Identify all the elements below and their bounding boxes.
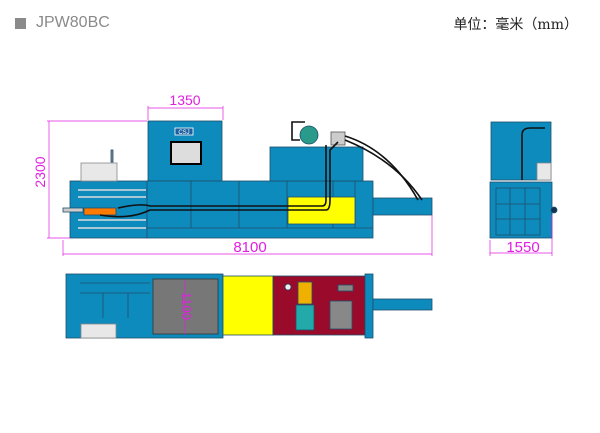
end-view xyxy=(489,121,558,239)
dim-1350: 1350 xyxy=(169,92,200,108)
valve-block xyxy=(329,300,353,330)
pressure-gauge xyxy=(330,131,346,146)
unit-label: 单位：毫米（mm） xyxy=(453,17,578,33)
top-chamber xyxy=(222,275,274,336)
plate xyxy=(337,284,354,292)
top-output-rail xyxy=(372,298,433,311)
side-view: CSJ xyxy=(62,120,433,239)
hydraulic-cylinder xyxy=(83,207,117,216)
top-motor xyxy=(295,304,315,331)
oil-tank xyxy=(269,146,364,182)
motor xyxy=(299,125,319,145)
model-title: JPW80BC xyxy=(15,14,110,32)
end-control-box xyxy=(536,162,552,181)
output-rail xyxy=(372,197,433,216)
dim-2300: 2300 xyxy=(32,156,48,187)
piston-rod xyxy=(62,207,84,213)
end-grid xyxy=(495,187,541,236)
hoses xyxy=(99,121,423,218)
tie-rods xyxy=(78,189,146,229)
top-end-plate xyxy=(364,273,374,339)
dim-8100: 8100 xyxy=(233,239,266,256)
pump xyxy=(297,281,313,305)
feed-opening xyxy=(152,278,219,335)
control-box xyxy=(80,162,118,182)
bullet-square-icon xyxy=(15,17,26,29)
touch-screen xyxy=(170,141,202,165)
top-view xyxy=(65,273,433,339)
model-name: JPW80BC xyxy=(36,14,110,31)
dim-1550: 1550 xyxy=(506,239,539,256)
gauge-top xyxy=(284,283,292,291)
dimension-lines xyxy=(47,106,553,334)
end-lower xyxy=(489,181,553,239)
logo-plate xyxy=(174,127,194,136)
top-control-box xyxy=(80,323,117,339)
signal-light xyxy=(110,149,114,163)
end-valve xyxy=(550,206,558,214)
logo-text: CSJ xyxy=(178,130,189,136)
dim-1100: 1100 xyxy=(179,292,194,320)
